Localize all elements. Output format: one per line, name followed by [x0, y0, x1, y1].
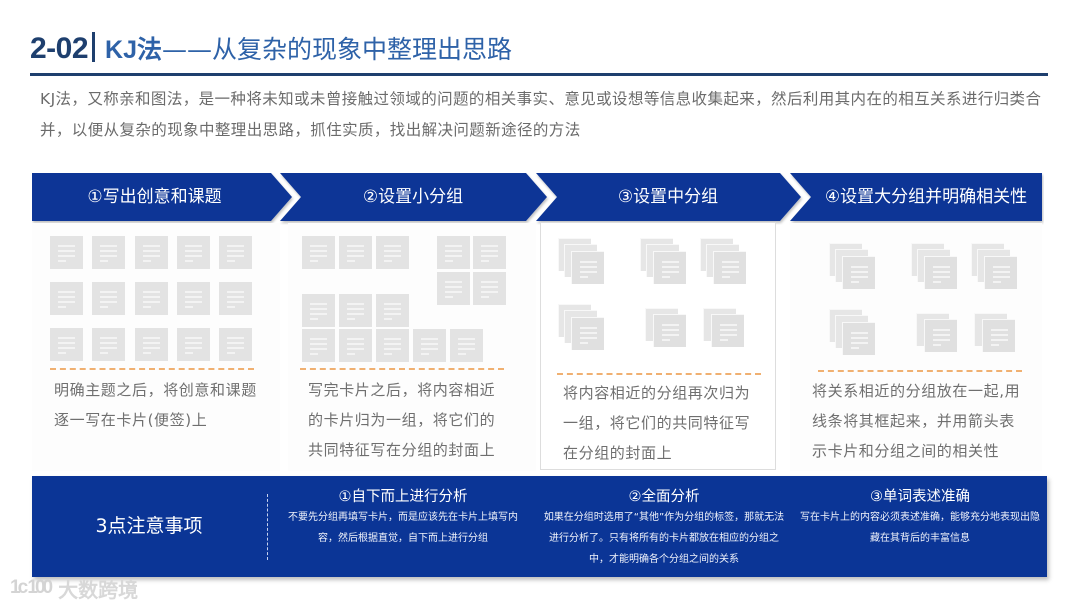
card-icon — [177, 236, 210, 269]
note-3-body: 写在卡片上的内容必须表述准确，能够充分地表现出隐藏在其背后的丰富信息 — [800, 512, 1040, 544]
card-icon — [92, 282, 125, 315]
step-3-panel: 将内容相近的分组再次归为一组，将它们的共同特征写在分组的封面上 — [540, 222, 776, 470]
note-1-title: ①自下而上进行分析 — [338, 489, 468, 505]
section-number: 2-02 — [30, 32, 89, 65]
card-stack-icon — [974, 313, 1020, 359]
card-icon — [473, 236, 506, 269]
step-4-panel: 将关系相近的分组放在一起,用线条将其框起来，并用箭头表示卡片和分组之间的相关性 — [790, 223, 1042, 471]
note-item-2: ②全面分析 如果在分组时选用了“其他”作为分组的标签，那就无法进行分析了。只有将… — [540, 487, 788, 570]
note-3-title: ③单词表述准确 — [870, 489, 970, 505]
note-item-1: ①自下而上进行分析 不要先分组再填写卡片，而是应该先在卡片上填写内容，然后根据直… — [280, 487, 526, 549]
watermark-logo-icon: 1c 100 — [10, 577, 53, 598]
dashed-divider — [300, 368, 504, 370]
card-stack-icon — [911, 243, 957, 289]
card-icon — [450, 329, 483, 362]
step-banner: ①写出创意和课题 ②设置小分组 ③设置中分组 ④设置大分组并明确相关性 — [32, 173, 1042, 223]
card-icon — [376, 294, 409, 327]
card-icon — [92, 328, 125, 361]
card-icon — [376, 236, 409, 269]
card-stack-icon — [829, 243, 875, 289]
note-2-title: ②全面分析 — [628, 489, 700, 505]
dashed-divider — [557, 373, 761, 375]
title-keyword: KJ法 — [105, 36, 163, 64]
card-icon — [219, 282, 252, 315]
card-icon — [437, 272, 470, 305]
card-stack-icon — [640, 238, 686, 284]
card-icon — [413, 329, 446, 362]
card-icon — [302, 236, 335, 269]
card-icon — [219, 236, 252, 269]
dashed-divider — [818, 370, 1022, 372]
card-icon — [339, 236, 372, 269]
card-icon — [135, 328, 168, 361]
card-icon — [50, 236, 83, 269]
step-3-label: ③设置中分组 — [617, 187, 719, 207]
notes-divider — [267, 494, 268, 560]
step-2-panel: 写完卡片之后，将内容相近的卡片归为一组，将它们的共同特征写在分组的封面上 — [288, 223, 536, 471]
step-4-label: ④设置大分组并明确相关性 — [824, 187, 1028, 207]
title-subtitle: ——从复杂的现象中整理出思路 — [162, 35, 513, 64]
dashed-divider — [50, 368, 254, 370]
card-stack-icon — [703, 308, 749, 354]
card-stack-icon — [645, 308, 691, 354]
card-icon — [302, 329, 335, 362]
card-icon — [92, 236, 125, 269]
card-stack-icon — [971, 243, 1017, 289]
card-icon — [339, 294, 372, 327]
card-stack-icon — [700, 238, 746, 284]
card-stack-icon — [916, 313, 962, 359]
step-1-panel: 明确主题之后，将创意和课题逐一写在卡片(便签)上 — [32, 223, 280, 471]
title-divider — [92, 32, 96, 62]
page-title: 2-02 KJ法 ——从复杂的现象中整理出思路 — [30, 28, 512, 68]
card-stack-icon — [558, 304, 604, 350]
chevron-arrows-graphic — [32, 173, 1042, 221]
card-icon — [50, 328, 83, 361]
card-icon — [219, 328, 252, 361]
intro-paragraph: KJ法，又称亲和图法，是一种将未知或未曾接触过领域的问题的相关事实、意见或设想等… — [40, 90, 1042, 139]
card-icon — [376, 329, 409, 362]
step-1-label: ①写出创意和课题 — [87, 187, 222, 207]
notes-banner: 3点注意事项 ①自下而上进行分析 不要先分组再填写卡片，而是应该先在卡片上填写内… — [32, 476, 1047, 577]
card-icon — [437, 236, 470, 269]
card-stack-icon — [558, 238, 604, 284]
card-icon — [302, 294, 335, 327]
step-2-description: 写完卡片之后，将内容相近的卡片归为一组，将它们的共同特征写在分组的封面上 — [308, 381, 496, 459]
step-1-description: 明确主题之后，将创意和课题逐一写在卡片(便签)上 — [54, 381, 257, 429]
step-2-label: ②设置小分组 — [362, 187, 464, 207]
watermark-text: 大数跨境 — [58, 577, 139, 602]
note-item-3: ③单词表述准确 写在卡片上的内容必须表述准确，能够充分地表现出隐藏在其背后的丰富… — [800, 487, 1040, 549]
step-3-description: 将内容相近的分组再次归为一组，将它们的共同特征写在分组的封面上 — [563, 384, 751, 462]
title-underline — [30, 73, 1048, 76]
card-icon — [339, 329, 372, 362]
card-icon — [177, 328, 210, 361]
card-icon — [50, 282, 83, 315]
card-icon — [177, 282, 210, 315]
watermark: 1c 100 大数跨境 — [10, 574, 138, 602]
card-icon — [135, 236, 168, 269]
card-stack-icon — [829, 309, 875, 355]
card-icon — [473, 272, 506, 305]
card-icon — [135, 282, 168, 315]
note-2-body: 如果在分组时选用了“其他”作为分组的标签，那就无法进行分析了。只有将所有的卡片都… — [543, 512, 785, 565]
notes-heading: 3点注意事项 — [95, 515, 203, 537]
step-4-description: 将关系相近的分组放在一起,用线条将其框起来，并用箭头表示卡片和分组之间的相关性 — [812, 382, 1021, 460]
note-1-body: 不要先分组再填写卡片，而是应该先在卡片上填写内容，然后根据直觉，自下而上进行分组 — [288, 512, 518, 544]
